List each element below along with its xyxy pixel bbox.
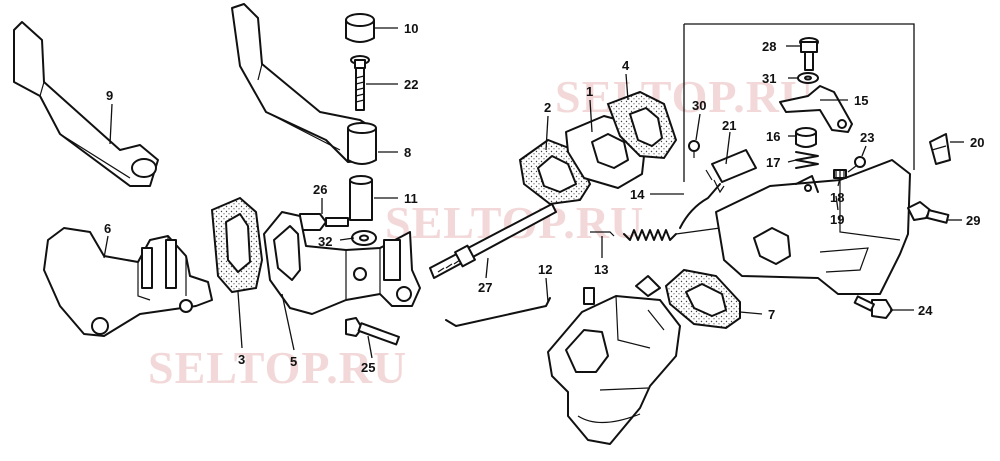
part-13-spring [590,227,721,241]
part-17-spring [795,151,819,169]
callout-18: 18 [830,190,844,205]
part-31-washer [797,72,819,84]
callout-17: 17 [766,155,780,170]
part-32-washer [351,230,377,246]
part-15-lever-plate [779,85,853,133]
callout-12: 12 [538,262,552,277]
watermark-bottom: SELTOP.RU [148,342,407,393]
callout-6: 6 [104,221,111,236]
callout-5: 5 [290,354,297,369]
part-28-bolt [799,37,819,71]
callout-30: 30 [692,98,706,113]
part-30-screw [688,140,700,158]
part-18-screw [833,169,847,179]
group-bracket [683,23,915,182]
part-9-lever [13,21,159,187]
carburetor [547,275,681,445]
part-23-screw [847,156,866,173]
callout-31: 31 [762,71,776,86]
callout-10: 10 [404,21,418,36]
part-12-link-rod [445,297,551,327]
callout-27: 27 [478,280,492,295]
callout-8: 8 [404,145,411,160]
callout-26: 26 [313,182,327,197]
callout-23: 23 [860,130,874,145]
callout-21: 21 [722,118,736,133]
part-19-plate [715,159,911,295]
callout-numbers: 10 22 8 11 9 6 26 32 3 5 25 27 12 2 1 4 … [104,21,984,375]
part-29-bolt [907,201,950,224]
part-5-intake-manifold [263,211,421,315]
watermark-middle: SELTOP.RU [385,197,644,248]
part-21-switch [705,149,757,194]
part-20-clip [929,133,951,165]
part-25-bolt [345,317,400,346]
part-4-gasket [606,90,678,160]
callout-29: 29 [966,213,980,228]
callout-15: 15 [854,93,868,108]
part-6-bracket [43,227,213,337]
part-22-bolt [350,55,370,111]
part-16-collar [795,127,817,148]
part-14-wire [679,183,721,229]
part-7-gasket [664,268,741,330]
part-3-gasket [210,196,264,294]
callout-3: 3 [238,352,245,367]
callout-22: 22 [404,77,418,92]
part-26-bolt [299,213,349,231]
callout-16: 16 [766,129,780,144]
callout-2: 2 [544,100,551,115]
part-10-cap [345,13,375,43]
callout-24: 24 [918,303,933,318]
part-27-rod [429,203,557,279]
callout-28: 28 [762,39,776,54]
callout-1: 1 [586,84,593,99]
part-11-sleeve [349,175,373,221]
callout-19: 19 [830,212,844,227]
callout-14: 14 [630,187,645,202]
callout-25: 25 [361,360,375,375]
callout-11: 11 [404,191,418,206]
callout-9: 9 [106,88,113,103]
part-8-governor-arm [231,3,377,165]
callout-13: 13 [594,262,608,277]
callout-4: 4 [622,58,630,73]
callout-32: 32 [318,234,332,249]
callout-20: 20 [970,135,984,150]
leader-lines [103,27,964,359]
callout-7: 7 [768,307,775,322]
part-24-bolt [853,295,893,319]
